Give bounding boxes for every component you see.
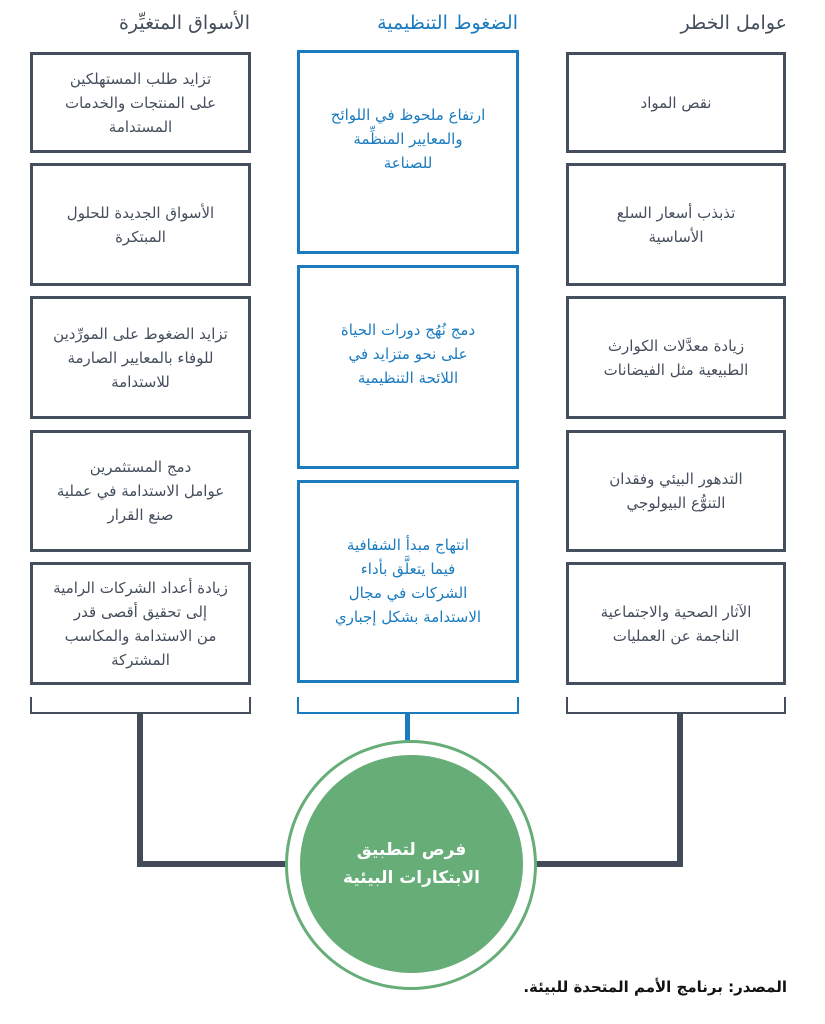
middle-connector [405,713,410,743]
market-box: دمج المستثمرين عوامل الاستدامة في عملية … [30,430,251,552]
right-connector-vertical [677,713,683,867]
left-connector-horizontal [137,861,289,867]
left-connector-vertical [137,713,143,867]
source-note: المصدر: برنامج الأمم المتحدة للبيئة. [523,978,787,996]
regulatory-bracket [297,697,519,714]
risk-factor-box: الآثار الصحية والاجتماعية الناجمة عن الع… [566,562,786,685]
regulatory-box: دمج نُهُج دورات الحياة على نحو متزايد في… [297,265,519,469]
changing-markets-header: الأسواق المتغيِّرة [118,12,250,34]
regulatory-pressures-header: الضغوط التنظيمية [377,12,518,34]
market-box: تزايد الضغوط على المورِّدين للوفاء بالمع… [30,296,251,419]
center-circle: فرص لتطبيق الابتكارات البيئية [300,755,523,973]
risk-factors-header: عوامل الخطر [680,12,787,34]
market-box: زيادة أعداد الشركات الرامية إلى تحقيق أق… [30,562,251,685]
markets-bracket [30,697,251,714]
risk-factor-box: التدهور البيئي وفقدان التنوُّع البيولوجي [566,430,786,552]
regulatory-box: ارتفاع ملحوظ في اللوائح والمعايير المنظِ… [297,50,519,254]
risk-factor-box: زيادة معدَّلات الكوارث الطبيعية مثل الفي… [566,296,786,419]
regulatory-box: انتهاج مبدأ الشفافية فيما يتعلَّق بأداء … [297,480,519,683]
risk-factor-box: تذبذب أسعار السلع الأساسية [566,163,786,286]
market-box: الأسواق الجديدة للحلول المبتكرة [30,163,251,286]
market-box: تزايد طلب المستهلكين على المنتجات والخدم… [30,52,251,153]
risk-factor-box: نقص المواد [566,52,786,153]
risk-bracket [566,697,786,714]
right-connector-horizontal [533,861,683,867]
